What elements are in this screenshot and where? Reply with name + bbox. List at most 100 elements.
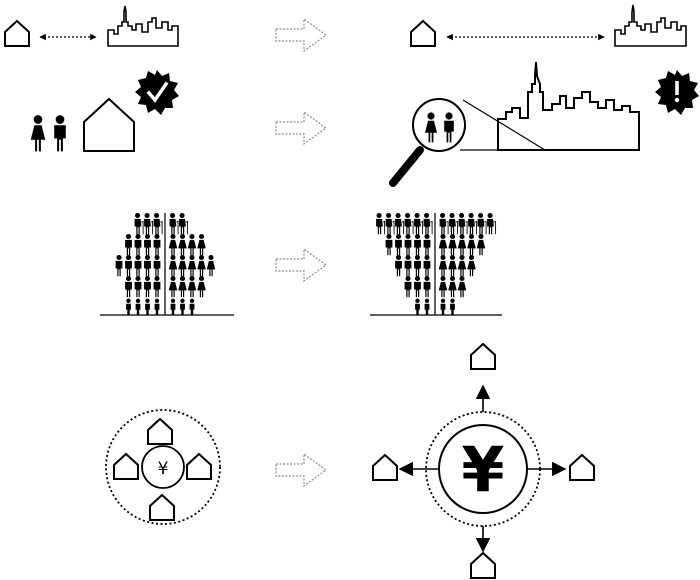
house-icon bbox=[83, 97, 135, 152]
person-icon bbox=[206, 254, 216, 277]
row-capital-before: ¥ bbox=[105, 409, 221, 525]
person-icon bbox=[187, 233, 197, 256]
person-icon bbox=[178, 212, 189, 235]
zoom-line-top bbox=[462, 99, 546, 151]
house-icon bbox=[4, 20, 30, 47]
person-icon bbox=[448, 254, 457, 277]
person-icon bbox=[197, 233, 206, 256]
person-icon bbox=[385, 233, 393, 256]
person-icon bbox=[414, 254, 421, 277]
person-icon bbox=[394, 212, 405, 235]
person-icon bbox=[144, 254, 151, 277]
person-icon bbox=[404, 254, 412, 277]
dotted-boundary bbox=[105, 409, 221, 525]
couple-icon bbox=[30, 115, 66, 152]
house-icon bbox=[569, 454, 595, 481]
transition-arrow-icon bbox=[275, 248, 327, 282]
person-icon bbox=[457, 275, 467, 298]
house-icon bbox=[113, 453, 139, 480]
person-icon bbox=[134, 254, 142, 277]
person-icon bbox=[125, 233, 132, 256]
person-icon bbox=[134, 233, 142, 256]
person-icon bbox=[168, 254, 178, 277]
person-icon bbox=[423, 233, 431, 256]
alert-badge-icon bbox=[655, 70, 699, 115]
person-icon bbox=[423, 275, 431, 298]
person-icon bbox=[178, 254, 187, 277]
person-icon bbox=[438, 254, 448, 277]
person-icon bbox=[457, 233, 467, 256]
population-pyramid-after bbox=[370, 212, 502, 316]
person-icon bbox=[134, 275, 142, 298]
person-icon bbox=[153, 275, 161, 298]
person-icon bbox=[467, 212, 478, 235]
skyline-icon bbox=[497, 61, 640, 151]
magnifier-icon bbox=[389, 146, 424, 187]
house-icon bbox=[372, 454, 398, 481]
person-icon bbox=[404, 233, 412, 256]
row-capital-after: ¥ bbox=[372, 343, 595, 579]
row-distance-after bbox=[410, 4, 687, 47]
currency-circle bbox=[141, 445, 185, 489]
person-icon bbox=[178, 233, 187, 256]
person-icon bbox=[385, 212, 395, 235]
population-pyramid-before bbox=[100, 212, 234, 316]
child-icon bbox=[135, 298, 141, 315]
person-icon bbox=[134, 212, 144, 235]
child-icon bbox=[145, 298, 150, 315]
person-icon bbox=[395, 254, 402, 277]
row-housing-before bbox=[30, 70, 179, 152]
child-icon bbox=[450, 298, 455, 315]
child-icon bbox=[415, 298, 420, 315]
person-icon bbox=[438, 275, 448, 298]
person-icon bbox=[423, 254, 431, 277]
child-icon bbox=[180, 298, 185, 315]
child-icon bbox=[189, 298, 195, 315]
child-icon bbox=[154, 298, 160, 315]
skyline-icon bbox=[107, 5, 179, 47]
transition-arrow-icon bbox=[275, 453, 327, 487]
person-icon bbox=[414, 275, 421, 298]
person-icon bbox=[197, 254, 206, 277]
person-icon bbox=[439, 212, 449, 235]
person-icon bbox=[178, 275, 187, 298]
person-icon bbox=[414, 233, 421, 256]
person-icon bbox=[143, 212, 154, 235]
house-icon bbox=[410, 20, 436, 47]
row-distance-before bbox=[4, 5, 179, 47]
house-icon bbox=[147, 418, 173, 445]
skyline-icon bbox=[614, 4, 687, 47]
person-icon bbox=[169, 212, 179, 235]
house-icon bbox=[149, 494, 175, 521]
person-icon bbox=[438, 233, 448, 256]
person-icon bbox=[448, 275, 457, 298]
child-icon bbox=[424, 298, 430, 315]
person-icon bbox=[477, 212, 487, 235]
child-icon bbox=[126, 298, 131, 315]
person-icon bbox=[395, 233, 402, 256]
person-icon bbox=[187, 254, 197, 277]
person-icon bbox=[153, 233, 161, 256]
person-icon bbox=[467, 233, 476, 256]
house-icon bbox=[470, 343, 496, 370]
transition-arrow-icon bbox=[275, 111, 327, 145]
person-icon bbox=[153, 254, 161, 277]
house-icon bbox=[470, 552, 496, 579]
person-icon bbox=[486, 212, 497, 235]
check-badge-icon bbox=[135, 70, 179, 115]
child-icon bbox=[170, 298, 176, 315]
transition-arrow-icon bbox=[275, 18, 327, 52]
child-icon bbox=[440, 298, 446, 315]
house-icon bbox=[186, 453, 212, 480]
person-icon bbox=[168, 275, 178, 298]
person-icon bbox=[125, 254, 132, 277]
person-icon bbox=[413, 212, 424, 235]
person-icon bbox=[153, 212, 163, 235]
person-icon bbox=[125, 275, 132, 298]
person-icon bbox=[375, 212, 386, 235]
person-icon bbox=[187, 275, 197, 298]
person-icon bbox=[404, 275, 412, 298]
person-icon bbox=[404, 212, 414, 235]
